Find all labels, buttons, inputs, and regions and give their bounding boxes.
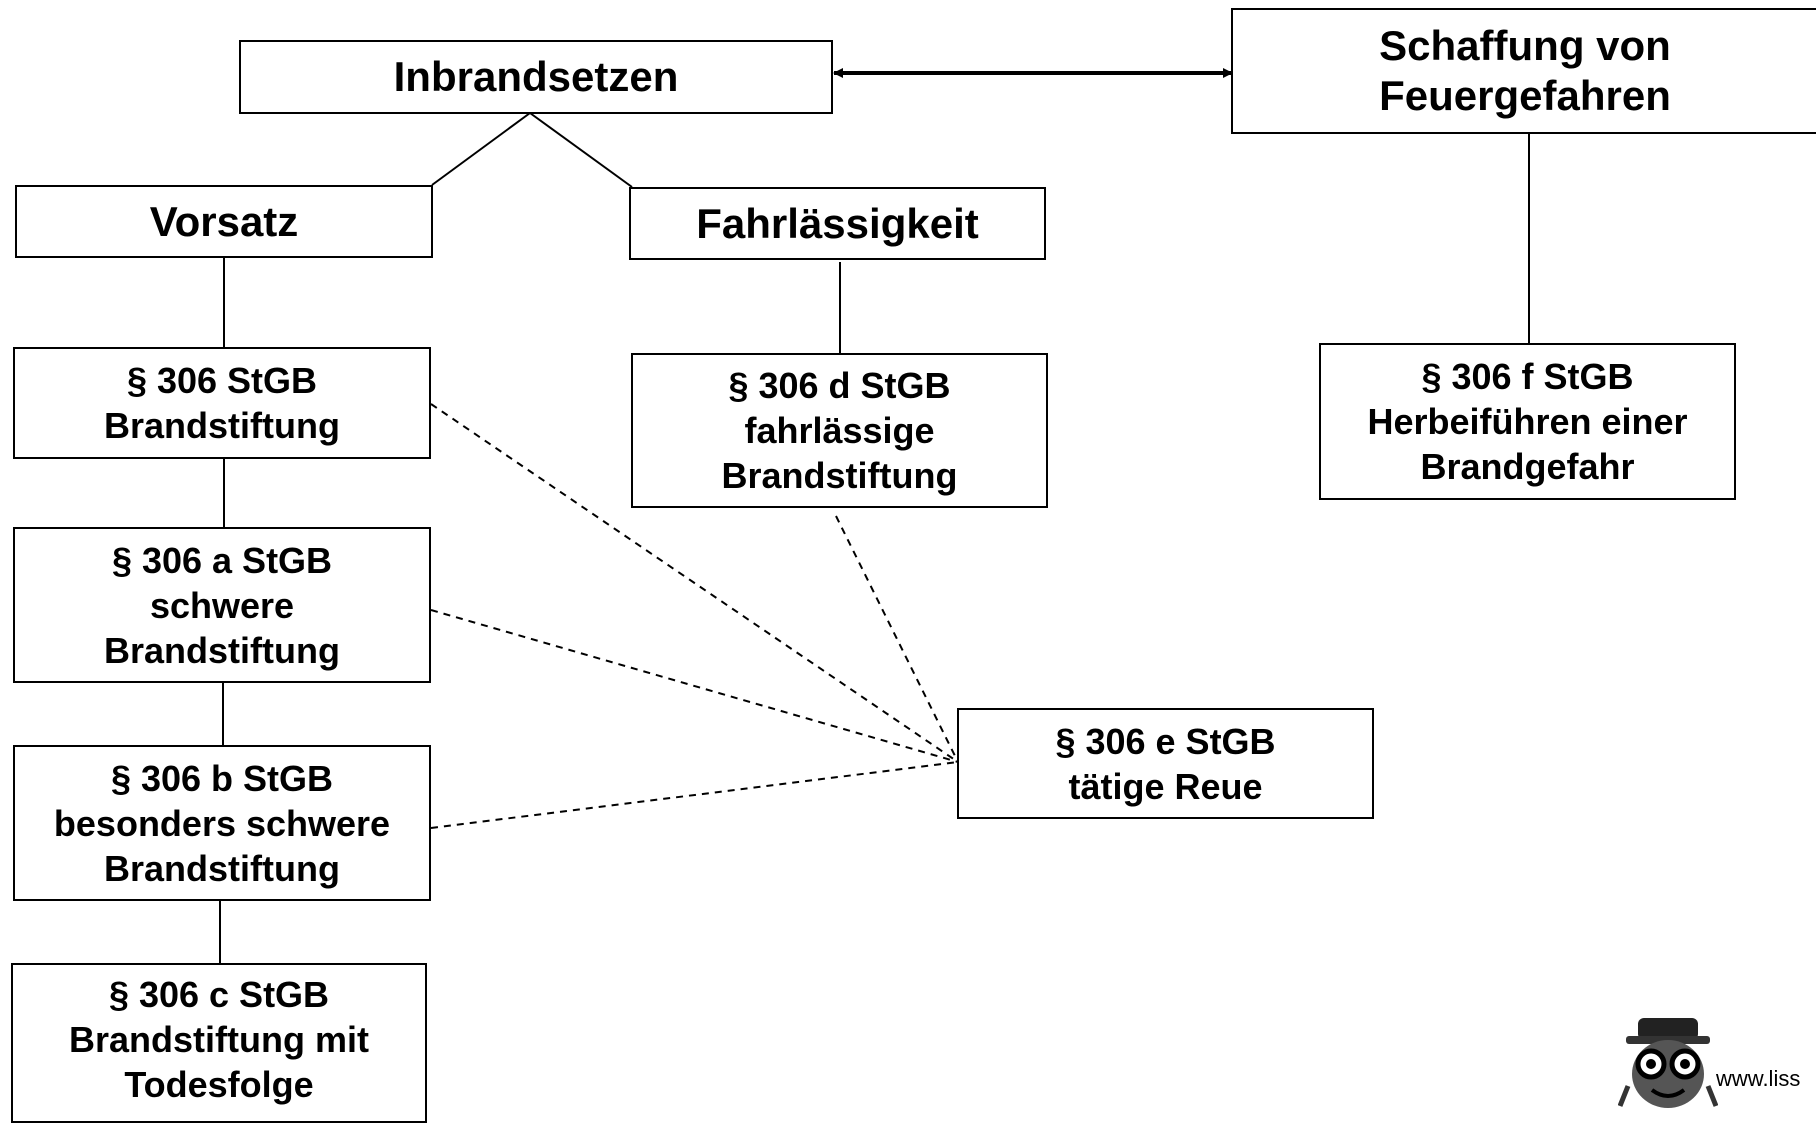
node-306c-line-1: § 306 c StGB bbox=[108, 973, 330, 1015]
node-306d-line-2: fahrlässige bbox=[744, 410, 935, 451]
dashed-306a-306e bbox=[430, 609, 959, 763]
node-306f-line-2: Herbeiführen einer bbox=[1367, 401, 1688, 442]
watermark-text: www.liss bbox=[1716, 1066, 1801, 1091]
dashed-306d-306e bbox=[835, 515, 959, 763]
node-fahrlaessigkeit-label: Fahrlässigkeit bbox=[696, 199, 979, 247]
dashed-306-306e bbox=[430, 403, 959, 763]
branch-vorsatz bbox=[431, 112, 531, 186]
node-306c-line-3: Todesfolge bbox=[124, 1063, 314, 1105]
node-306a-line-3: Brandstiftung bbox=[104, 629, 340, 671]
node-inbrandsetzen: Inbrandsetzen bbox=[239, 40, 833, 114]
node-306b-besonders-schwere-brandstiftung: § 306 b StGB besonders schwere Brandstif… bbox=[13, 745, 431, 901]
node-inbrandsetzen-label: Inbrandsetzen bbox=[393, 53, 679, 100]
node-306b-line-2: besonders schwere bbox=[53, 802, 391, 844]
node-306d-line-1: § 306 d StGB bbox=[728, 365, 951, 406]
node-306c-brandstiftung-mit-todesfolge: § 306 c StGB Brandstiftung mit Todesfolg… bbox=[11, 963, 427, 1123]
node-306a-line-1: § 306 a StGB bbox=[111, 539, 333, 581]
node-306-line-1: § 306 StGB bbox=[126, 360, 318, 401]
node-306e-taetige-reue: § 306 e StGB tätige Reue bbox=[957, 708, 1374, 819]
node-306a-schwere-brandstiftung: § 306 a StGB schwere Brandstiftung bbox=[13, 527, 431, 683]
node-306d-line-3: Brandstiftung bbox=[721, 455, 958, 496]
node-306f-line-3: Brandgefahr bbox=[1420, 446, 1635, 487]
node-vorsatz-label: Vorsatz bbox=[149, 197, 299, 245]
node-306e-line-2: tätige Reue bbox=[1068, 765, 1263, 807]
node-fahrlaessigkeit: Fahrlässigkeit bbox=[629, 187, 1046, 260]
branch-fahrlaessigkeit bbox=[529, 112, 633, 188]
node-306b-line-3: Brandstiftung bbox=[104, 847, 340, 889]
node-306-brandstiftung: § 306 StGB Brandstiftung bbox=[13, 347, 431, 459]
node-schaffung-von-feuergefahren: Schaffung von Feuergefahren bbox=[1231, 8, 1816, 134]
node-schaffung-line-1: Schaffung von bbox=[1379, 22, 1671, 69]
node-306a-line-2: schwere bbox=[149, 584, 295, 626]
node-306-line-2: Brandstiftung bbox=[104, 405, 340, 446]
node-306c-line-2: Brandstiftung mit bbox=[69, 1018, 369, 1060]
node-306b-line-1: § 306 b StGB bbox=[110, 757, 334, 799]
node-schaffung-line-2: Feuergefahren bbox=[1379, 72, 1671, 119]
node-306f-herbeifuehren-einer-brandgefahr: § 306 f StGB Herbeiführen einer Brandgef… bbox=[1319, 343, 1736, 500]
node-306e-line-1: § 306 e StGB bbox=[1055, 720, 1276, 762]
node-306f-line-1: § 306 f StGB bbox=[1421, 356, 1634, 397]
goggles-mascot-icon bbox=[1618, 1018, 1718, 1108]
node-306d-fahrlaessige-brandstiftung: § 306 d StGB fahrlässige Brandstiftung bbox=[631, 353, 1048, 508]
dashed-306b-306e bbox=[430, 761, 959, 829]
node-vorsatz: Vorsatz bbox=[15, 185, 433, 258]
